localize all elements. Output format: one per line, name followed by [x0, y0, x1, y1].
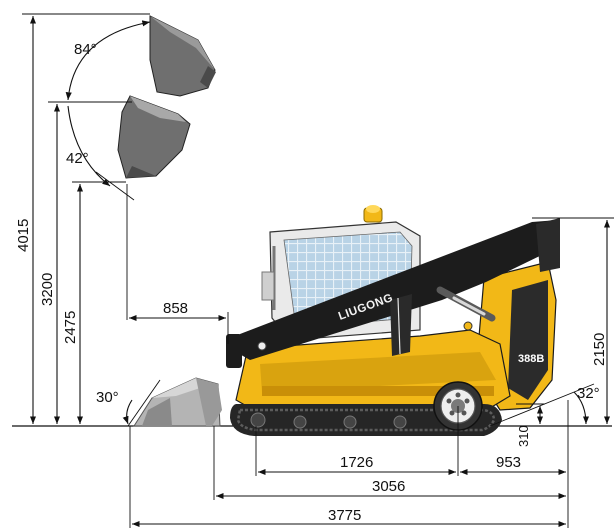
- dim-machine-height: 2150: [591, 333, 608, 366]
- dim-ground-clearance: 310: [516, 425, 531, 447]
- bucket-top-position: [149, 15, 216, 97]
- compact-track-loader: [226, 205, 560, 436]
- dim-length-with-bucket: 3775: [328, 507, 361, 524]
- dim-dump-height: 2475: [62, 311, 79, 344]
- angle-dump: 42°: [66, 150, 89, 167]
- bucket-ground-position: [133, 377, 222, 427]
- bucket-dump-position: [117, 95, 191, 179]
- angle-departure: 32°: [577, 385, 600, 402]
- dim-hinge-pin-height: 3200: [39, 273, 56, 306]
- model-label: 388B: [518, 353, 544, 365]
- dim-wheelbase: 1726: [340, 454, 373, 471]
- dim-dump-reach: 858: [163, 300, 188, 317]
- angle-max-rollback: 84°: [74, 41, 97, 58]
- dim-rear-overhang: 953: [496, 454, 521, 471]
- dim-max-height: 4015: [15, 219, 32, 252]
- angle-rollback-ground: 30°: [96, 389, 119, 406]
- dim-length-no-bucket: 3056: [372, 478, 405, 495]
